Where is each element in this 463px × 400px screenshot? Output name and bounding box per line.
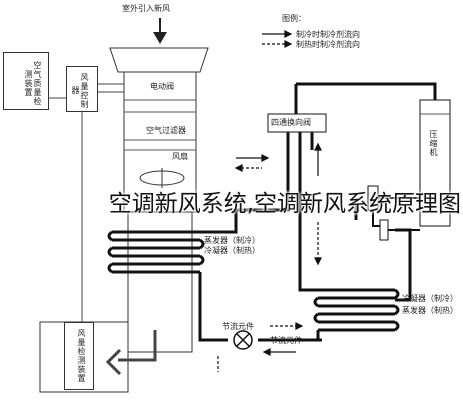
legend-title: 图例： [282,14,306,23]
legend-cooling: 制冷时制冷剂流向 [296,30,360,39]
fan-label: 风扇 [172,152,188,161]
outlet-arrow-head [105,348,122,376]
condenser-cooling-label: 冷凝器（制冷） [402,294,458,303]
air-volume-detector-box: 风量检测装置 [64,322,94,390]
legend-heating: 制热时制冷剂流向 [296,40,360,49]
throttle-label: 节流元件 [222,322,254,331]
air-quality-sensor-box: 空气质量检测装置 [3,52,49,110]
air-volume-controller-label: 风量控制器 [71,72,89,109]
throttle-label-2: 节流元件 [270,336,302,345]
refrigerant-loop [198,82,437,342]
evaporator-cooling-label: 蒸发器（制冷） [204,236,260,245]
air-filter-label: 空气过滤器 [146,126,186,135]
evaporator-coil-top [107,230,205,274]
intake-arrow-head [153,32,167,44]
evaporator-heating-label: 蒸发器（制热） [402,306,458,315]
main-duct [123,71,197,213]
air-volume-controller-box: 风量控制器 [66,66,98,112]
condenser-heating-label: 冷凝器（制热） [204,246,260,255]
intake-label: 室外引入新风 [122,4,170,13]
lower-duct [127,211,193,353]
flow-arrows [217,142,322,372]
air-volume-detector-label: 风量检测装置 [77,329,86,383]
caption: 空调新风系统,空调新风系统原理图 [108,191,461,217]
legend-arrows [262,30,293,48]
compressor-body [419,99,451,227]
compressor-label: 压缩机 [429,130,438,157]
oil-separator [379,219,389,241]
electric-valve-label: 电动阀 [150,82,174,91]
outlet-arrow-path [118,330,157,362]
air-quality-sensor-label: 空气质量检测装置 [24,60,42,106]
four-way-valve-box [267,113,327,133]
four-way-valve-label: 四通换向阀 [271,118,311,127]
condenser-coil-right [313,288,400,340]
intake-hood [109,47,209,73]
